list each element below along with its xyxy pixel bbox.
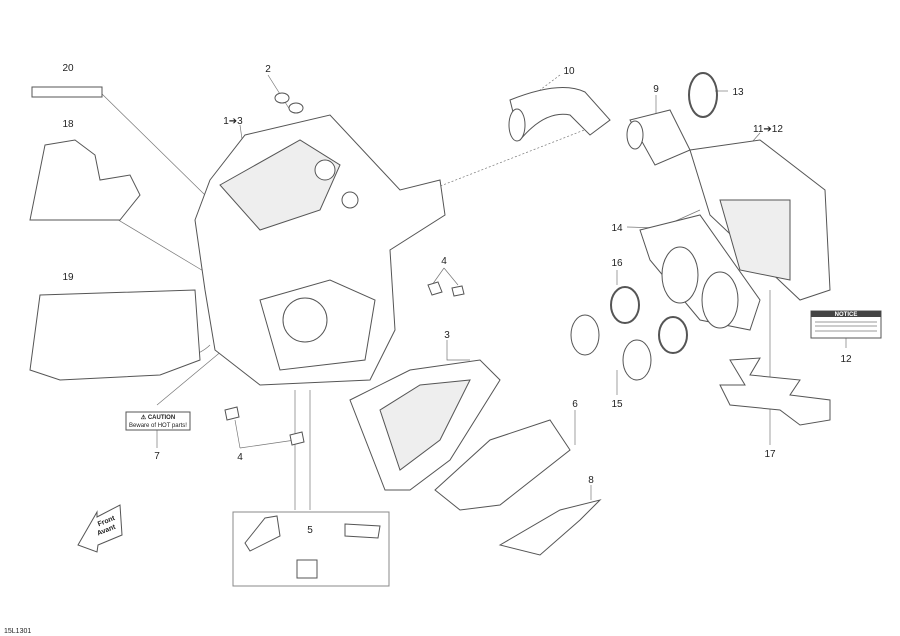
callout-18: 18	[62, 119, 74, 130]
caution-text: Beware of HOT parts!	[129, 423, 187, 429]
clamp-16a	[610, 286, 640, 324]
callout-7: 7	[154, 451, 160, 462]
callout-19: 19	[62, 272, 74, 283]
pad-17	[719, 357, 831, 426]
grommet-2b	[288, 102, 304, 114]
callout-11-12: 11➔12	[753, 124, 783, 135]
diagram-code: 15L1301	[4, 628, 31, 635]
decal-18	[29, 139, 141, 221]
callout-16: 16	[611, 258, 623, 269]
clip-5b	[344, 523, 381, 539]
callout-3: 3	[444, 330, 450, 341]
airbox-housing	[194, 114, 446, 386]
callout-10: 10	[563, 66, 575, 77]
clip-kit-box-5	[232, 511, 390, 587]
sleeve-15a	[570, 314, 600, 356]
decal-20	[31, 86, 103, 98]
clips-4b	[224, 406, 305, 446]
filter-6	[434, 419, 571, 511]
clip-5c	[296, 559, 318, 579]
callout-5: 5	[307, 525, 313, 536]
caution-label-7: ⚠ CAUTION Beware of HOT parts!	[125, 411, 191, 431]
callout-4b: 4	[237, 452, 243, 463]
callout-4a: 4	[441, 256, 447, 267]
callout-13: 13	[732, 87, 744, 98]
gasket-8	[498, 499, 602, 556]
callouts: 20 2 1➔3 18 19 4 4 7 5 3 6 8 10 9 13 11➔…	[62, 63, 852, 536]
callout-2: 2	[265, 64, 271, 75]
clamp-16b	[658, 316, 688, 354]
decal-19	[29, 289, 201, 381]
o-ring-13	[688, 72, 718, 118]
callout-12: 12	[840, 354, 852, 365]
grommet-2a	[274, 92, 290, 104]
clips-4a	[427, 281, 465, 297]
leader-lines	[99, 74, 847, 510]
intake-duct-10	[509, 87, 611, 142]
front-arrow: Front Avant	[77, 504, 123, 553]
notice-title: NOTICE	[835, 312, 858, 318]
caution-title: ⚠ CAUTION	[141, 414, 175, 421]
callout-14: 14	[611, 223, 623, 234]
callout-20: 20	[62, 63, 74, 74]
callout-8: 8	[588, 475, 594, 486]
callout-6: 6	[572, 399, 578, 410]
clip-5a	[244, 515, 281, 552]
callout-1-3: 1➔3	[223, 116, 243, 127]
callout-17: 17	[764, 449, 776, 460]
sleeve-15b	[622, 339, 652, 381]
notice-label-12: NOTICE	[810, 310, 882, 339]
callout-15: 15	[611, 399, 623, 410]
callout-9: 9	[653, 84, 659, 95]
